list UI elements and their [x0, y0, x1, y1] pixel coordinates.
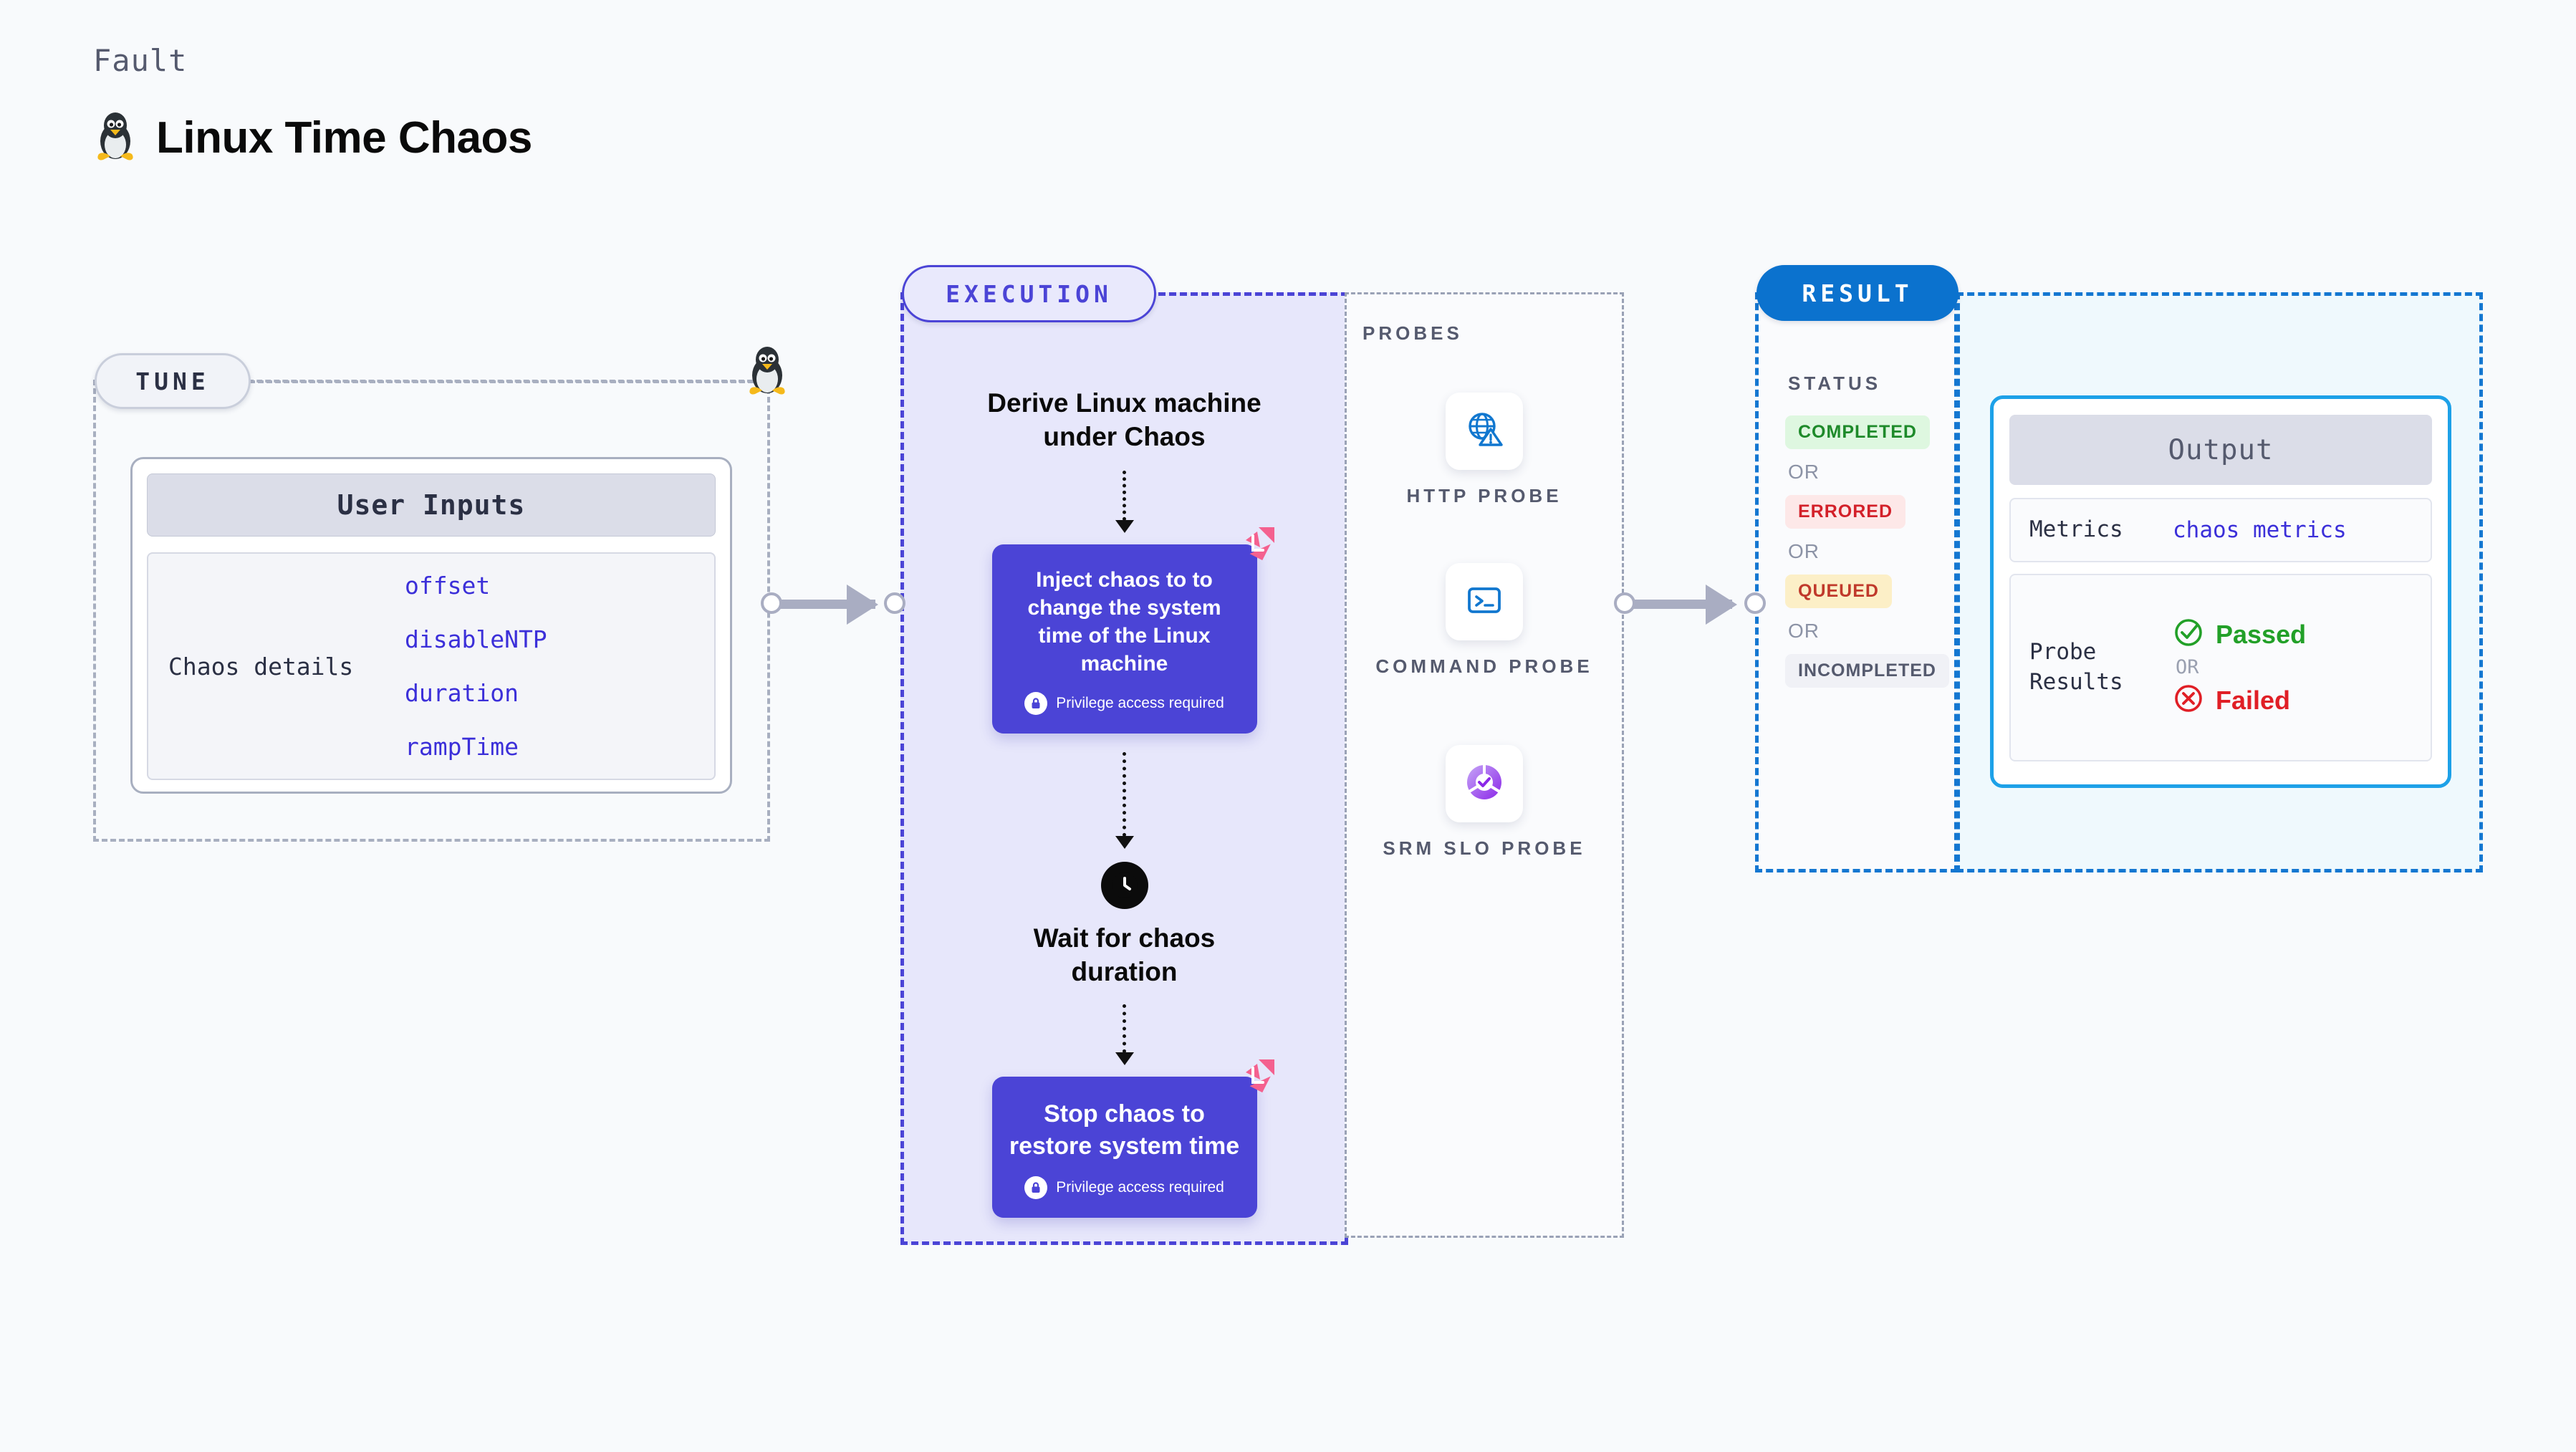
tune-leader-line: [249, 380, 771, 383]
stop-chaos-card-title: Stop chaos to restore system time: [1009, 1100, 1240, 1160]
check-circle-icon: [2173, 617, 2204, 652]
probe-result-passed: Passed: [2173, 617, 2306, 652]
probe-http[interactable]: HTTP PROBE: [1370, 393, 1599, 509]
failed-label: Failed: [2216, 685, 2291, 715]
probe-result-or: OR: [2176, 656, 2199, 679]
metrics-value-link[interactable]: chaos metrics: [2173, 516, 2347, 543]
status-title: STATUS: [1788, 372, 1882, 394]
x-circle-icon: [2173, 683, 2204, 718]
tune-badge[interactable]: TUNE: [95, 353, 251, 409]
stop-chaos-card[interactable]: Stop chaos to restore system time Privil…: [991, 1059, 1274, 1218]
probe-tile-srm-slo[interactable]: [1446, 745, 1523, 822]
status-badge-errored: ERRORED: [1785, 495, 1906, 529]
status-or-1: OR: [1788, 461, 1820, 483]
inject-privilege-row: Privilege access required: [1008, 692, 1241, 716]
probe-srm-slo[interactable]: SRM SLO PROBE: [1370, 745, 1599, 862]
lock-icon: [1024, 692, 1048, 716]
wait-step-label: Wait for chaos duration: [1033, 923, 1216, 986]
page-kicker: Fault: [93, 43, 188, 78]
probe-tile-command[interactable]: [1446, 563, 1523, 640]
status-or-2: OR: [1788, 540, 1820, 562]
globe-warning-icon: [1464, 409, 1505, 454]
terminal-icon: [1464, 580, 1505, 625]
execution-heading: Derive Linux machine under Chaos: [987, 388, 1261, 451]
lock-icon: [1024, 1175, 1048, 1199]
user-inputs-card: User Inputs Chaos details offset disable…: [130, 457, 732, 794]
clock-icon: [1100, 862, 1148, 910]
probe-results-row: Probe Results Passed OR: [2009, 573, 2432, 761]
chaos-param-ramptime[interactable]: rampTime: [405, 733, 519, 761]
probe-tile-http[interactable]: [1446, 393, 1523, 470]
probe-label-srm-slo: SRM SLO PROBE: [1383, 837, 1586, 859]
output-header: Output: [2009, 415, 2432, 485]
chaos-params-list: offset disableNTP duration rampTime: [405, 572, 547, 761]
probe-result-failed: Failed: [2173, 683, 2306, 718]
status-list: COMPLETED OR ERRORED OR QUEUED OR INCOMP…: [1785, 415, 1961, 688]
chaos-details-box: Chaos details offset disableNTP duration…: [147, 552, 716, 780]
probes-title: PROBES: [1363, 322, 1463, 344]
user-inputs-header: User Inputs: [147, 473, 716, 537]
execution-flow: Derive Linux machine under Chaos Inject …: [900, 387, 1348, 1218]
flow-arrow-2: [1115, 752, 1134, 850]
result-badge[interactable]: RESULT: [1756, 265, 1959, 321]
chaos-param-duration[interactable]: duration: [405, 679, 519, 707]
flow-arrow-1: [1115, 471, 1134, 534]
slo-donut-check-icon: [1464, 762, 1504, 806]
connector-execution-to-result: [1614, 585, 1768, 625]
linux-penguin-marker-icon: [745, 344, 789, 400]
chaos-corner-mark-icon: [1231, 1058, 1276, 1102]
metrics-label: Metrics: [2029, 516, 2123, 542]
probe-command[interactable]: COMMAND PROBE: [1370, 563, 1599, 680]
chaos-details-label: Chaos details: [168, 652, 354, 681]
status-badge-completed: COMPLETED: [1785, 415, 1930, 449]
inject-chaos-card-title: Inject chaos to to change the system tim…: [1027, 568, 1221, 676]
metrics-row: Metrics chaos metrics: [2009, 498, 2432, 562]
execution-badge[interactable]: EXECUTION: [902, 265, 1156, 322]
probe-results-label: Probe Results: [2029, 639, 2123, 695]
output-card: Output Metrics chaos metrics Probe Resul…: [1990, 395, 2451, 788]
stop-privilege-row: Privilege access required: [1008, 1175, 1241, 1199]
inject-chaos-card[interactable]: Inject chaos to to change the system tim…: [991, 527, 1274, 734]
chaos-param-disablentp[interactable]: disableNTP: [405, 625, 547, 653]
status-badge-incompleted: INCOMPLETED: [1785, 654, 1949, 688]
chaos-param-offset[interactable]: offset: [405, 572, 491, 600]
chaos-corner-mark-icon: [1231, 526, 1276, 570]
page-title-row: Linux Time Chaos: [93, 110, 532, 165]
probe-label-command: COMMAND PROBE: [1375, 655, 1593, 677]
status-or-3: OR: [1788, 620, 1820, 642]
passed-label: Passed: [2216, 619, 2307, 649]
inject-privilege-label: Privilege access required: [1056, 695, 1224, 712]
page-header: Fault Linux Time Chaos: [93, 43, 532, 165]
linux-penguin-icon: [93, 110, 138, 165]
stop-privilege-label: Privilege access required: [1056, 1178, 1224, 1196]
status-badge-queued: QUEUED: [1785, 574, 1892, 608]
probe-label-http: HTTP PROBE: [1406, 485, 1562, 506]
connector-tune-to-execution: [761, 585, 908, 625]
page-title: Linux Time Chaos: [156, 112, 532, 163]
probe-results-values: Passed OR Failed: [2173, 617, 2306, 718]
flow-arrow-3: [1115, 1004, 1134, 1066]
